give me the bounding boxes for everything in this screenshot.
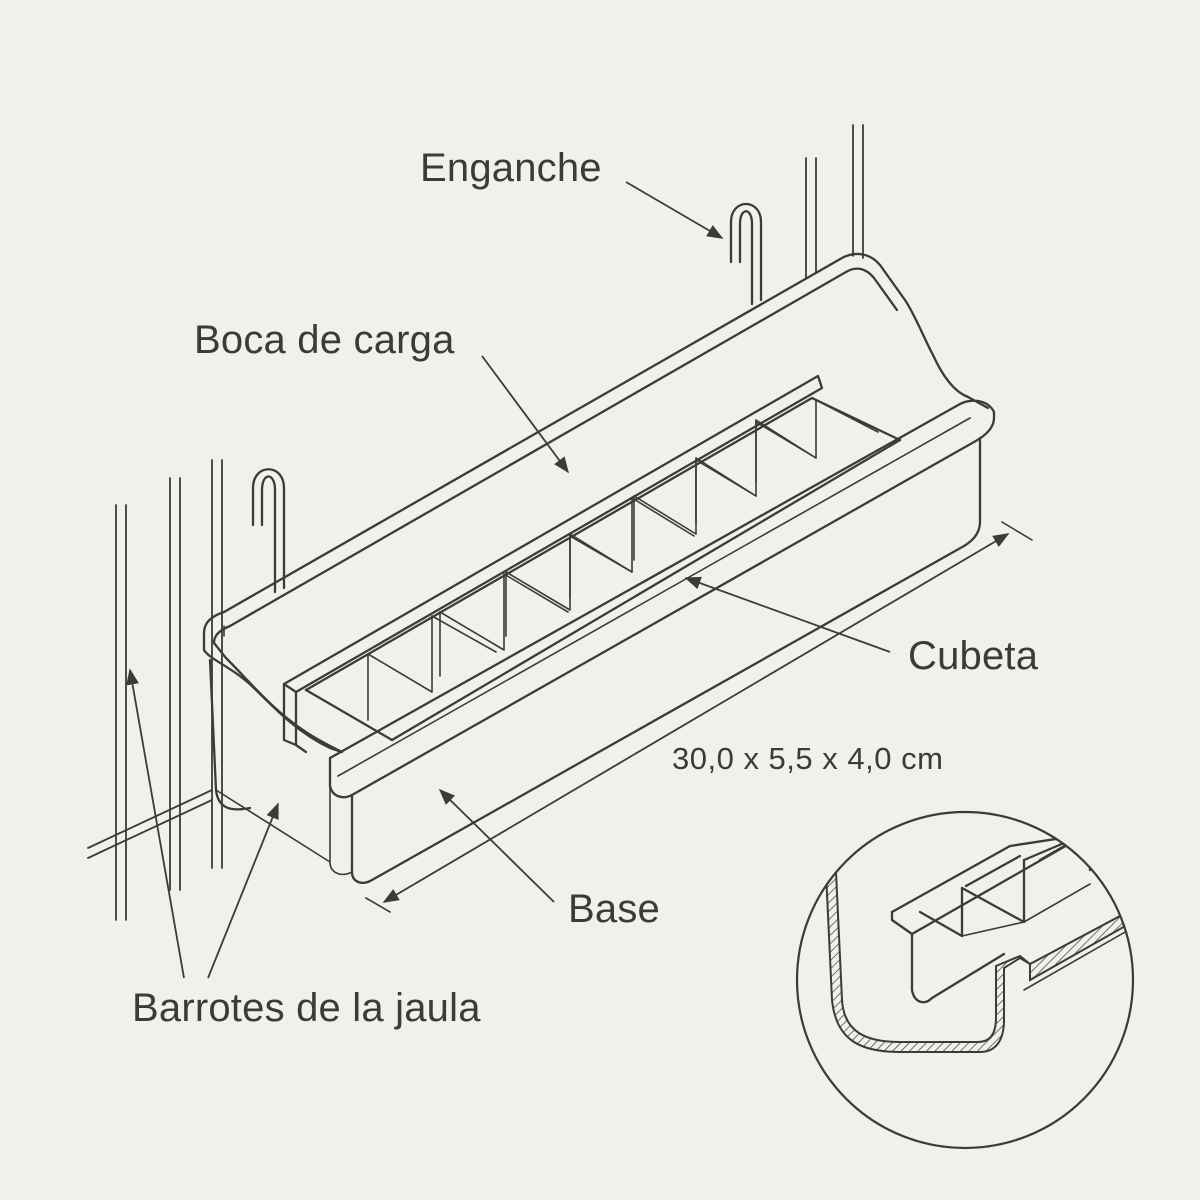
cage-bars-leader-2 (207, 802, 279, 979)
hook-right (729, 203, 763, 306)
cage-bars-right (805, 124, 864, 279)
base-label: Base (568, 887, 660, 931)
compartment-tray (282, 374, 902, 754)
tray-partitions (367, 399, 879, 721)
hook-left (251, 468, 286, 594)
tray-leader (684, 576, 891, 653)
cage-bars-leader-1 (126, 668, 185, 979)
loading-mouth-leader (481, 355, 569, 474)
tray-label: Cubeta (908, 634, 1039, 678)
dimensions-label: 30,0 x 5,5 x 4,0 cm (672, 741, 944, 776)
leader-arrows (126, 181, 891, 979)
hook-label: Enganche (420, 146, 602, 190)
base-leader (438, 788, 555, 903)
cage-bars-left (87, 459, 223, 921)
cross-section-detail (795, 810, 1135, 1150)
loading-mouth-label: Boca de carga (194, 318, 455, 362)
cage-bars-label: Barrotes de la jaula (132, 986, 481, 1030)
hook-leader (625, 181, 724, 239)
dimension-line (365, 521, 1033, 913)
